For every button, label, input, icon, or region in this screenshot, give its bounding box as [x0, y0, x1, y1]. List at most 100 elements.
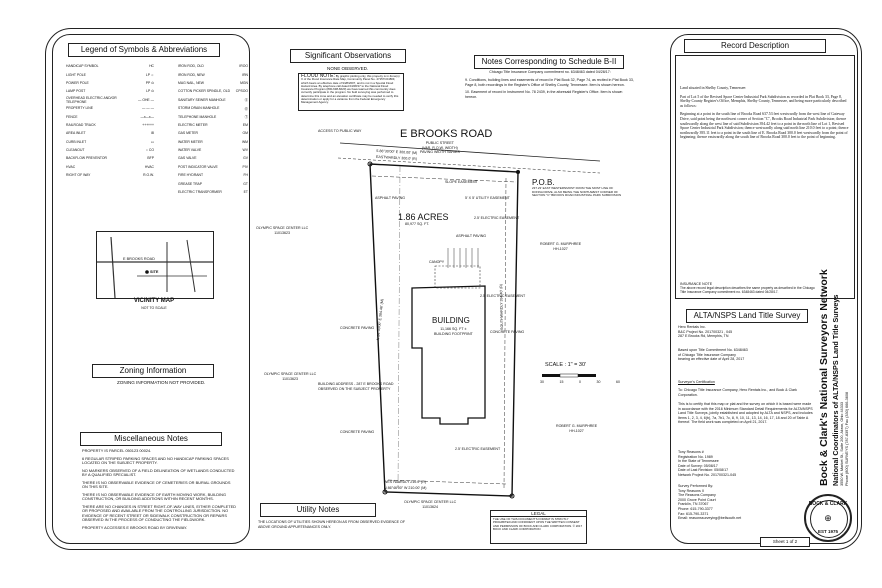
alta-cert-text: This is to certify that this map or plat… [678, 402, 813, 425]
misc-notes-list: PROPERTY IS PARCEL 050123 00024.6 REGULA… [82, 448, 237, 533]
scale-tick-label: 0 [579, 380, 581, 384]
legend-row: RAILROAD TRACK ++++++ [66, 121, 154, 129]
legend-row: FIRE HYDRANT FH [178, 171, 248, 179]
plat-adjoiner-nw: OLYMPIC SPACE CENTER LLC 11013623 [256, 226, 309, 235]
legend-label: OVERHEAD ELECTRIC AND/OR TELEPHONE [66, 95, 117, 104]
legend-label: LAMP POST [66, 89, 86, 94]
legend-row: BACKFLOW PREVENTOR BFP [66, 154, 154, 162]
plat-road-name: E BROOKS ROAD [400, 128, 493, 140]
legend-symbol-icon: Ⓢ [244, 98, 248, 103]
plat-slope-easement: SLOPE EASEMENT [445, 180, 478, 184]
legend-label: IRON ROD, OLD [178, 64, 204, 69]
flood-note-text: By graphic plotting only, this property … [301, 74, 400, 105]
plat-pob-desc: 237.23' EAST WESTERNMOST FROM THE MOST L… [532, 186, 622, 198]
legal-title: LEGAL [491, 511, 586, 517]
significant-text: NONE OBSERVED. [327, 66, 369, 71]
legend-symbol-icon: PIV [242, 164, 248, 169]
legend-row: CLEANOUT○ CO [66, 146, 154, 154]
legend-label: FENCE [66, 114, 78, 119]
left-panel-border [52, 34, 250, 544]
plat-utility-easement: 5' X 5' UTILITY EASEMENT [465, 196, 510, 200]
alta-project: Hero Rentals Inc. B&C Project No. 201700… [678, 325, 733, 339]
legend-label: GAS METER [178, 131, 198, 136]
schedule-note: 10. Easement of record in Instrument No.… [465, 90, 623, 99]
canopy-outline [434, 265, 481, 289]
legend-label: STORM DRAIN MANHOLE [178, 106, 220, 111]
alta-title: ALTA/NSPS Land Title Survey [686, 309, 808, 323]
flood-note: FLOOD NOTE: By graphic plotting only, th… [298, 73, 404, 111]
legend-symbol-icon: Ⓓ [244, 106, 248, 111]
legend-symbol-icon: FH [243, 173, 248, 178]
misc-note: THERE ARE NO CHANGES IN STREET RIGHT-OF-… [82, 503, 236, 522]
legend-label: BACKFLOW PREVENTOR [66, 156, 108, 161]
record-p1: Land situated in Shelby County, Tennesse… [680, 86, 747, 90]
legend-label: GREASE TRAP [178, 181, 203, 186]
insurance-note-text: The above record legal description descr… [680, 286, 815, 294]
legend-symbol-icon: BFP [147, 156, 154, 161]
plat-electric-easement-3: 2.5' ELECTRIC EASEMENT [455, 447, 501, 451]
plat-scale-label: SCALE : 1" = 30' [545, 362, 587, 368]
legend-label: HVAC [66, 164, 76, 169]
plat-adjoiner-ne: ROBERT G. MURPHREE HH-1027 [540, 242, 582, 251]
schedule-header: Chicago Title Insurance Company commitme… [489, 70, 611, 74]
nw-corner-marker [367, 161, 373, 167]
legend-label: RAILROAD TRACK [66, 122, 96, 127]
legend-symbol-icon: ○ CO [145, 148, 154, 153]
misc-note: THERE IS NO OBSERVABLE EVIDENCE OF EARTH… [82, 491, 226, 501]
legend-symbol-icon: Ⓣ [244, 115, 248, 120]
legend-label: MAG NAIL, NEW [178, 80, 204, 85]
plat-canopy: CANOPY [429, 260, 445, 264]
flood-note-title: FLOOD NOTE: [301, 73, 335, 79]
bock-clark-seal: BOCK & CLARK ⊕ EST 1975 [804, 494, 852, 542]
significant-title: Significant Observations [290, 49, 406, 63]
misc-note: THERE IS NO OBSERVABLE EVIDENCE OF CEMET… [82, 479, 231, 489]
plat-building-label: BUILDING [432, 316, 470, 325]
vicinity-map: E BROOKS ROAD SITE [96, 231, 214, 299]
alta-cert-to: To: Chicago Title Insurance Company, Her… [678, 388, 797, 397]
centerline [397, 165, 401, 489]
plat-pob: P.O.B. [532, 178, 555, 187]
plat-electric-easement-2: 2.5' ELECTRIC EASEMENT [480, 294, 526, 298]
scale-bar [542, 373, 596, 378]
legend-symbol-icon: LP ⊙ [146, 89, 154, 94]
vicinity-map-title: VICINITY MAP [133, 298, 175, 304]
slope-easement-line [371, 175, 517, 183]
legend-label: ELECTRIC TRANSFORMER [178, 190, 222, 195]
legend-symbol-icon: ⊞ [151, 131, 154, 136]
scale-tick-label: 30 [596, 380, 601, 384]
plat-electric-easement-1: 2.5' ELECTRIC EASEMENT [474, 216, 520, 220]
legend-label: POWER POLE [66, 80, 89, 85]
schedule-title: Notes Corresponding to Schedule B-II [474, 55, 624, 69]
legend-label: GAS VALVE [178, 156, 197, 161]
legend-symbol-icon: GV [243, 156, 248, 161]
legend-label: FIRE HYDRANT [178, 173, 204, 178]
plat-south-bearing-measured: N 86°46'00" W 210.00' (M) [384, 486, 427, 490]
legend-symbol-icon: —x—x— [140, 114, 154, 119]
seal-emblem-icon: ⊕ [824, 513, 832, 523]
legend-row: AREA INLET⊞ [66, 129, 154, 137]
legend-symbol-icon: ++++++ [142, 122, 154, 127]
zoning-text: ZONING INFORMATION NOT PROVIDED. [117, 380, 206, 385]
alta-cert-title: Surveyor's Certification [678, 380, 715, 384]
legend-symbol-icon: — OHE — [138, 97, 155, 102]
legend-label: TELEPHONE MANHOLE [178, 114, 217, 119]
legend-row: OVERHEAD ELECTRIC AND/OR TELEPHONE — OHE … [66, 96, 154, 104]
misc-note: 6 REGULAR STRIPED PARKING SPACES AND NO … [82, 455, 229, 465]
legend-label: WATER VALVE [178, 148, 202, 153]
scale-tick-label: 60 [616, 380, 620, 384]
legend-label: PROPERTY LINE [66, 106, 94, 111]
legend-symbol-icon: HVAC [144, 164, 154, 169]
south-easement-line [387, 479, 507, 485]
record-p2: Part of Lot 5 of the Revised Space Cente… [680, 94, 847, 108]
record-description-box: Land situated in Shelby County, Tennesse… [675, 55, 855, 299]
